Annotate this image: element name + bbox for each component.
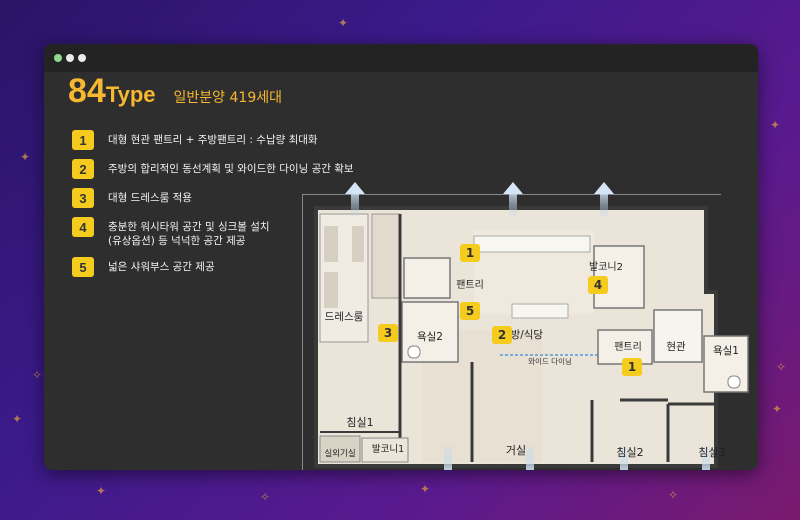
window-dot-icon[interactable] <box>78 54 86 62</box>
feature-text: 주방의 합리적인 동선계획 및 와이드한 다이닝 공간 확보 <box>108 163 354 175</box>
feature-number-badge: 2 <box>72 159 94 179</box>
sparkle-icon: ✦ <box>96 484 107 498</box>
window-titlebar <box>44 44 758 72</box>
sparkle-icon: ✦ <box>12 412 23 426</box>
room-label: 발코니2 <box>589 261 623 273</box>
room-label: 와이드 다이닝 <box>528 356 572 366</box>
ventilation-arrow-icon <box>526 446 534 470</box>
closet-shelf <box>352 226 364 262</box>
ventilation-arrow-icon <box>702 446 710 470</box>
room-label: 욕실1 <box>713 345 739 357</box>
type-subtitle: 일반분양 419세대 <box>173 90 282 106</box>
browser-window: 84Type 일반분양 419세대 1 대형 현관 팬트리 + 주방팬트리 : … <box>44 44 758 470</box>
sparkle-icon: ✦ <box>770 118 781 132</box>
page-title: 84Type 일반분양 419세대 <box>68 72 282 111</box>
sparkle-icon: ✦ <box>772 402 783 416</box>
feature-item: 1 대형 현관 팬트리 + 주방팬트리 : 수납량 최대화 <box>72 130 362 150</box>
outdoor-unit-room <box>319 435 361 463</box>
feature-number-badge: 5 <box>72 257 94 277</box>
feature-text: 대형 드레스룸 적용 <box>108 192 192 204</box>
room-label: 현관 <box>666 341 686 353</box>
room-label: 드레스룸 <box>325 311 364 323</box>
ventilation-arrow-icon <box>444 446 452 470</box>
feature-marker-1 <box>460 244 480 262</box>
room-label: 침실2 <box>616 446 643 459</box>
feature-marker-label: 3 <box>384 326 392 340</box>
room-label: 침실3 <box>698 446 725 459</box>
feature-marker-5 <box>460 302 480 320</box>
feature-text: 대형 현관 팬트리 + 주방팬트리 : 수납량 최대화 <box>108 134 318 146</box>
room-label: 팬트리 <box>456 279 484 291</box>
ventilation-arrow-icon <box>594 182 614 194</box>
sparkle-icon: ✦ <box>20 150 31 164</box>
entrance-room <box>653 309 703 363</box>
closet-shelf <box>324 226 338 262</box>
ventilation-arrow-icon <box>345 182 365 194</box>
room-label: 거실 <box>506 444 526 457</box>
feature-marker-3 <box>378 324 398 342</box>
feature-item: 2 주방의 합리적인 동선계획 및 와이드한 다이닝 공간 확보 <box>72 159 362 179</box>
ventilation-arrow-icon <box>351 190 359 216</box>
feature-number-badge: 4 <box>72 217 94 237</box>
balcony1-room <box>361 437 409 463</box>
sparkle-icon: ✧ <box>260 490 271 504</box>
room-label: 실외기실 <box>324 448 355 459</box>
feature-marker-4 <box>588 276 608 294</box>
feature-number-badge: 3 <box>72 188 94 208</box>
feature-text: 충분한 워시타워 공간 및 싱크볼 설치 (유상옵션) 등 넉넉한 공간 제공 <box>108 217 270 248</box>
sparkle-icon: ✧ <box>776 360 787 374</box>
feature-item: 5 넓은 샤워부스 공간 제공 <box>72 257 362 277</box>
feature-number-badge: 1 <box>72 130 94 150</box>
feature-text-line: (유상옵션) 등 넉넉한 공간 제공 <box>108 235 246 247</box>
ventilation-arrow-icon <box>503 182 523 194</box>
toilet-icon <box>727 375 741 389</box>
ventilation-arrow-icon <box>620 446 628 470</box>
feature-item: 3 대형 드레스룸 적용 <box>72 188 362 208</box>
feature-list: 1 대형 현관 팬트리 + 주방팬트리 : 수납량 최대화 2 주방의 합리적인… <box>72 130 362 286</box>
kitchen-pantry <box>403 257 451 299</box>
room-label: 발코니1 <box>372 444 404 455</box>
feature-text-line: 충분한 워시타워 공간 및 싱크볼 설치 <box>108 221 270 233</box>
sparkle-icon: ✧ <box>32 368 43 382</box>
window-dot-icon[interactable] <box>66 54 74 62</box>
sparkle-icon: ✦ <box>420 482 431 496</box>
feature-marker-label: 5 <box>466 304 474 318</box>
kitchen-island <box>511 303 569 319</box>
ventilation-arrow-icon <box>600 190 608 216</box>
feature-marker-1 <box>622 358 642 376</box>
feature-marker-2 <box>492 326 512 344</box>
sparkle-icon: ✧ <box>668 488 679 502</box>
floor-plan-drawing: 드레스룸 욕실2 팬트리 주방/식당 와이드 다이닝 발코니2 팬트리 현관 욕… <box>314 182 749 470</box>
closet-shelf <box>324 272 338 308</box>
toilet-icon <box>407 345 421 359</box>
kitchen-counter <box>473 235 591 253</box>
type-title: 84Type <box>68 72 156 110</box>
ventilation-arrow-icon <box>509 190 517 216</box>
feature-marker-label: 4 <box>594 278 602 292</box>
sparkle-icon: ✦ <box>338 16 349 30</box>
feature-marker-label: 2 <box>498 328 506 342</box>
room-label: 욕실2 <box>417 331 443 343</box>
wardrobe <box>371 213 401 299</box>
feature-item: 4 충분한 워시타워 공간 및 싱크볼 설치 (유상옵션) 등 넉넉한 공간 제… <box>72 217 362 248</box>
feature-marker-label: 1 <box>466 246 474 260</box>
feature-text: 넓은 샤워부스 공간 제공 <box>108 261 215 273</box>
window-dot-icon[interactable] <box>54 54 62 62</box>
bath1-room <box>703 335 749 393</box>
room-label: 침실1 <box>346 416 373 429</box>
feature-marker-label: 1 <box>628 360 636 374</box>
room-label: 팬트리 <box>614 341 642 353</box>
floor-plan: 드레스룸 욕실2 팬트리 주방/식당 와이드 다이닝 발코니2 팬트리 현관 욕… <box>302 180 758 470</box>
